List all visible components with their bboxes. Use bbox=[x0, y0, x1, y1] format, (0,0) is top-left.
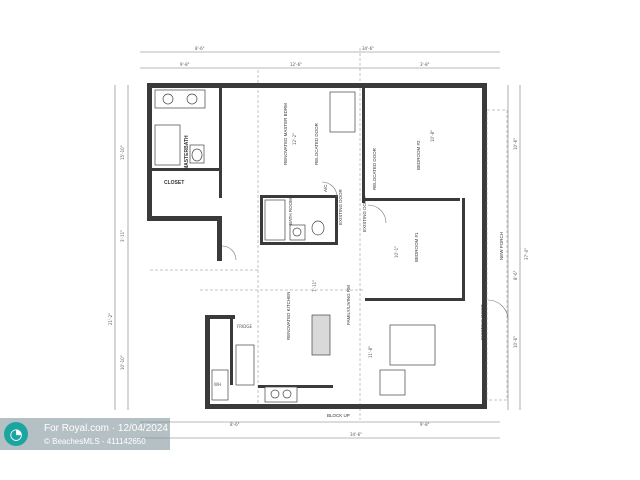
label-relocated-door-2: RELOCATED DOOR bbox=[372, 147, 377, 190]
dim-right-c: 37'-0" bbox=[524, 248, 529, 260]
dim-bottom-b: 9'-8" bbox=[420, 422, 430, 427]
label-bedroom-1: BEDROOM #1 bbox=[414, 232, 419, 262]
label-wh: WH bbox=[214, 382, 221, 387]
dim-top-a: 8'-6" bbox=[195, 46, 205, 51]
label-block-up: BLOCK UP bbox=[327, 413, 350, 418]
dim-right-a: 10'-6" bbox=[513, 138, 518, 150]
label-master-bath: MASTERBATH bbox=[184, 135, 190, 170]
label-master-bedroom-dim: 12'-2" bbox=[292, 133, 297, 145]
label-closet: CLOSET bbox=[164, 180, 184, 186]
label-kitchen-dim: 7'-11" bbox=[312, 280, 317, 292]
label-relocated-door-1: RELOCATED DOOR bbox=[314, 122, 319, 165]
watermark-logo-icon: ◔ bbox=[4, 422, 28, 446]
label-existing-door-2: EXISTING DOOR bbox=[362, 195, 367, 232]
dim-left-d: 10'-10" bbox=[120, 355, 125, 370]
label-fridge: FRIDGE bbox=[237, 324, 252, 329]
fixtures bbox=[154, 89, 509, 403]
watermark-line-2: © BeachesMLS - 411142650 bbox=[44, 437, 146, 446]
watermark-line-1: For Royal.com · 12/04/2024 bbox=[44, 423, 168, 434]
exterior-walls bbox=[147, 83, 487, 409]
label-existing-door-1: EXISTING DOOR bbox=[338, 188, 343, 225]
dim-right-b: 8'-6" bbox=[513, 270, 518, 280]
dim-right-d: 10'-6" bbox=[513, 336, 518, 348]
label-existing-door-porch: EXISTING DOOR bbox=[480, 303, 485, 340]
label-living-dim: 11'-8" bbox=[368, 346, 373, 358]
dim-bottom-overall: 34'-6" bbox=[350, 432, 362, 437]
dim-top-overall: 34'-6" bbox=[362, 46, 374, 51]
label-ac: A/C bbox=[323, 184, 328, 192]
label-bed1-dim: 10'-1" bbox=[394, 246, 399, 258]
dim-top-c: 12'-6" bbox=[290, 62, 302, 67]
dim-left-c: 21'-2" bbox=[108, 313, 113, 325]
dim-left-b: 3'-11" bbox=[120, 230, 125, 242]
label-bath-room: BATH ROOM bbox=[288, 198, 293, 225]
label-kitchen: RENOVATED KITCHEN bbox=[286, 292, 291, 340]
label-new-porch: NEW PORCH bbox=[499, 232, 504, 260]
watermark-banner: ◔ For Royal.com · 12/04/2024 © BeachesML… bbox=[0, 418, 170, 450]
dim-top-d: 3'-8" bbox=[420, 62, 430, 67]
label-bedroom-2: BEDROOM #2 bbox=[416, 140, 421, 170]
interior-walls bbox=[152, 88, 465, 388]
dim-bottom-a: 8'-6" bbox=[230, 422, 240, 427]
label-bed2-dim: 10'-8" bbox=[430, 130, 435, 142]
dimension-lines bbox=[114, 48, 521, 439]
label-family-living: FAMILY/LIVING RM bbox=[346, 285, 351, 325]
new-porch-outline bbox=[486, 109, 508, 401]
dim-left-a: 15'-10" bbox=[120, 145, 125, 160]
dim-top-b: 9'-8" bbox=[180, 62, 190, 67]
label-master-bedroom: RENOVATED MASTER BDRM bbox=[283, 103, 288, 165]
